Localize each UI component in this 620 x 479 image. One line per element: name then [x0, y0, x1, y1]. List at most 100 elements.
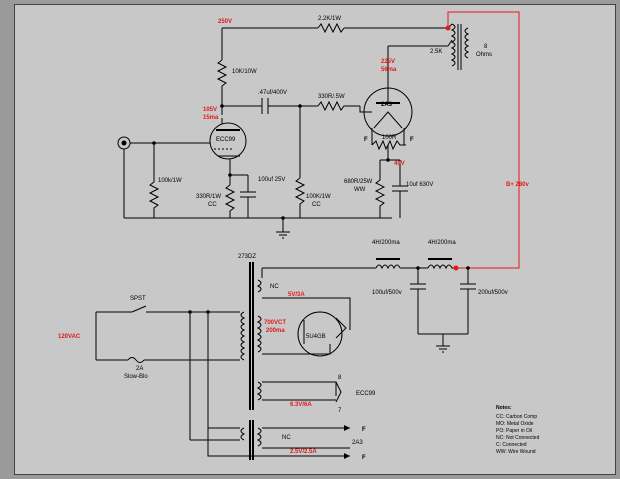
voltage-40: 40V [394, 161, 405, 167]
ot-core [457, 24, 462, 70]
heater-pins [335, 381, 342, 403]
voltage-5v: 5V/3A [288, 292, 305, 298]
junction-4 [152, 141, 156, 145]
notes-line: C: Connected [496, 442, 527, 448]
junction-ot [445, 25, 451, 31]
choke-1 [375, 264, 401, 270]
voltage-225: 225V [381, 59, 395, 65]
label-100k1w: 100k/1W [158, 178, 182, 184]
current-56ma: 56ma [381, 67, 397, 73]
current-200ma: 200ma [266, 328, 285, 334]
label-nc1: NC [270, 284, 279, 290]
label-680r: 680R/25W [344, 179, 373, 185]
label-f-out2: F [362, 455, 366, 461]
ft-primary [240, 427, 246, 441]
tube-ecc99 [209, 122, 247, 160]
ft-secondary [256, 427, 262, 447]
wire-filament-legs [371, 128, 405, 145]
voltage-25: 2.5V/2.5A [290, 449, 317, 455]
wire-primary-2 [189, 312, 240, 441]
voltage-105: 105V [203, 107, 217, 113]
schematic-panel [14, 4, 616, 475]
resistor-100k-input [148, 143, 160, 218]
label-ecc99-heater: ECC99 [356, 391, 376, 397]
label-nc2: NC [282, 435, 291, 441]
junction-1 [298, 104, 302, 108]
pt-core [249, 262, 254, 410]
label-2k2: 2.2K/1W [318, 16, 341, 22]
resistor-100r [371, 139, 406, 151]
junction-10 [206, 310, 210, 314]
label-ot-8: 8 [484, 44, 488, 50]
label-spst: SPST [130, 296, 146, 302]
voltage-63: 6.3V/6A [290, 402, 312, 408]
ground-symbol-2 [418, 333, 468, 353]
choke-2 [427, 264, 456, 270]
fuse-2a [127, 357, 145, 363]
junction-2 [220, 104, 224, 108]
ft-core [249, 420, 254, 460]
label-f-out1: F [362, 427, 366, 433]
label-2a3-heater: 2A3 [352, 440, 363, 446]
pt-ht-coil [256, 315, 262, 353]
capacitor-100uf500 [410, 268, 426, 334]
junction-8 [466, 266, 470, 270]
junction-5 [281, 216, 285, 220]
label-330: 330R/.5W [318, 94, 345, 100]
notes-line: MO: Metal Oxide [496, 421, 534, 427]
label-ecc99: ECC99 [216, 137, 236, 143]
wire-primary-feed [190, 311, 240, 361]
pt-5v-coil [256, 279, 262, 293]
label-100k1w-b: 100K/1W [306, 194, 331, 200]
label-100uf500: 100uf/500v [372, 290, 402, 296]
notes-line: CC: Carbon Comp [496, 414, 537, 420]
label-100uf25: 100uf 25V [258, 177, 285, 183]
label-330r1w: 330R/1W [196, 194, 221, 200]
label-100r: 100R [382, 135, 397, 141]
junction-9 [188, 310, 192, 314]
input-jack-center [121, 140, 127, 146]
label-choke1: 4H/200ma [372, 240, 400, 246]
label-5u4gb: 5U4GB [306, 334, 326, 340]
capacitor-047 [261, 98, 269, 114]
arrow-f2 [344, 453, 350, 459]
resistor-330 [317, 100, 360, 112]
label-choke2: 4H/200ma [428, 240, 456, 246]
resistor-100k-grid [294, 177, 306, 218]
notes-line: WW: Wire Wound [496, 449, 536, 455]
label-f-left: F [364, 137, 368, 143]
label-slowblo: Slow-Blo [124, 374, 148, 380]
switch-spst[interactable] [131, 305, 147, 313]
junction-7 [416, 266, 420, 270]
label-cc2: CC [312, 202, 321, 208]
voltage-120vac: 120VAC [58, 334, 81, 340]
capacitor-100uf25 [240, 175, 256, 218]
label-fuse-2a: 2A [136, 366, 143, 372]
wire-ft-bottom [207, 428, 350, 457]
tube-5u4gb [297, 311, 343, 357]
junction-bplus [453, 265, 459, 271]
capacitor-200uf500 [460, 268, 476, 334]
notes-line: PO: Paper in Oil [496, 428, 532, 434]
wire-5v [261, 268, 351, 330]
5u4gb-plate [335, 317, 347, 339]
notes-block: Notes: CC: Carbon Comp MO: Metal Oxide P… [496, 405, 540, 455]
pt-63-coil [256, 381, 262, 401]
label-bplus: B+ 280v [506, 182, 530, 188]
wire-2a3-heater [262, 427, 350, 449]
label-ww: WW [354, 187, 366, 193]
voltage-700ct: 700VCT [264, 320, 286, 326]
label-047: .47uf/400V [258, 90, 287, 96]
resistor-2k2 [317, 22, 345, 34]
notes-title: Notes: [496, 405, 512, 411]
label-ot-2k5: 2.5K [430, 49, 442, 55]
label-273dz: 273DZ [238, 254, 256, 260]
label-pin7: 7 [338, 408, 342, 414]
label-10k: 10K/10W [232, 69, 257, 75]
pt-primary [240, 311, 246, 361]
wire-2a3-grid [359, 106, 372, 113]
ground-symbol-1 [276, 218, 290, 239]
label-cc1: CC [208, 202, 217, 208]
